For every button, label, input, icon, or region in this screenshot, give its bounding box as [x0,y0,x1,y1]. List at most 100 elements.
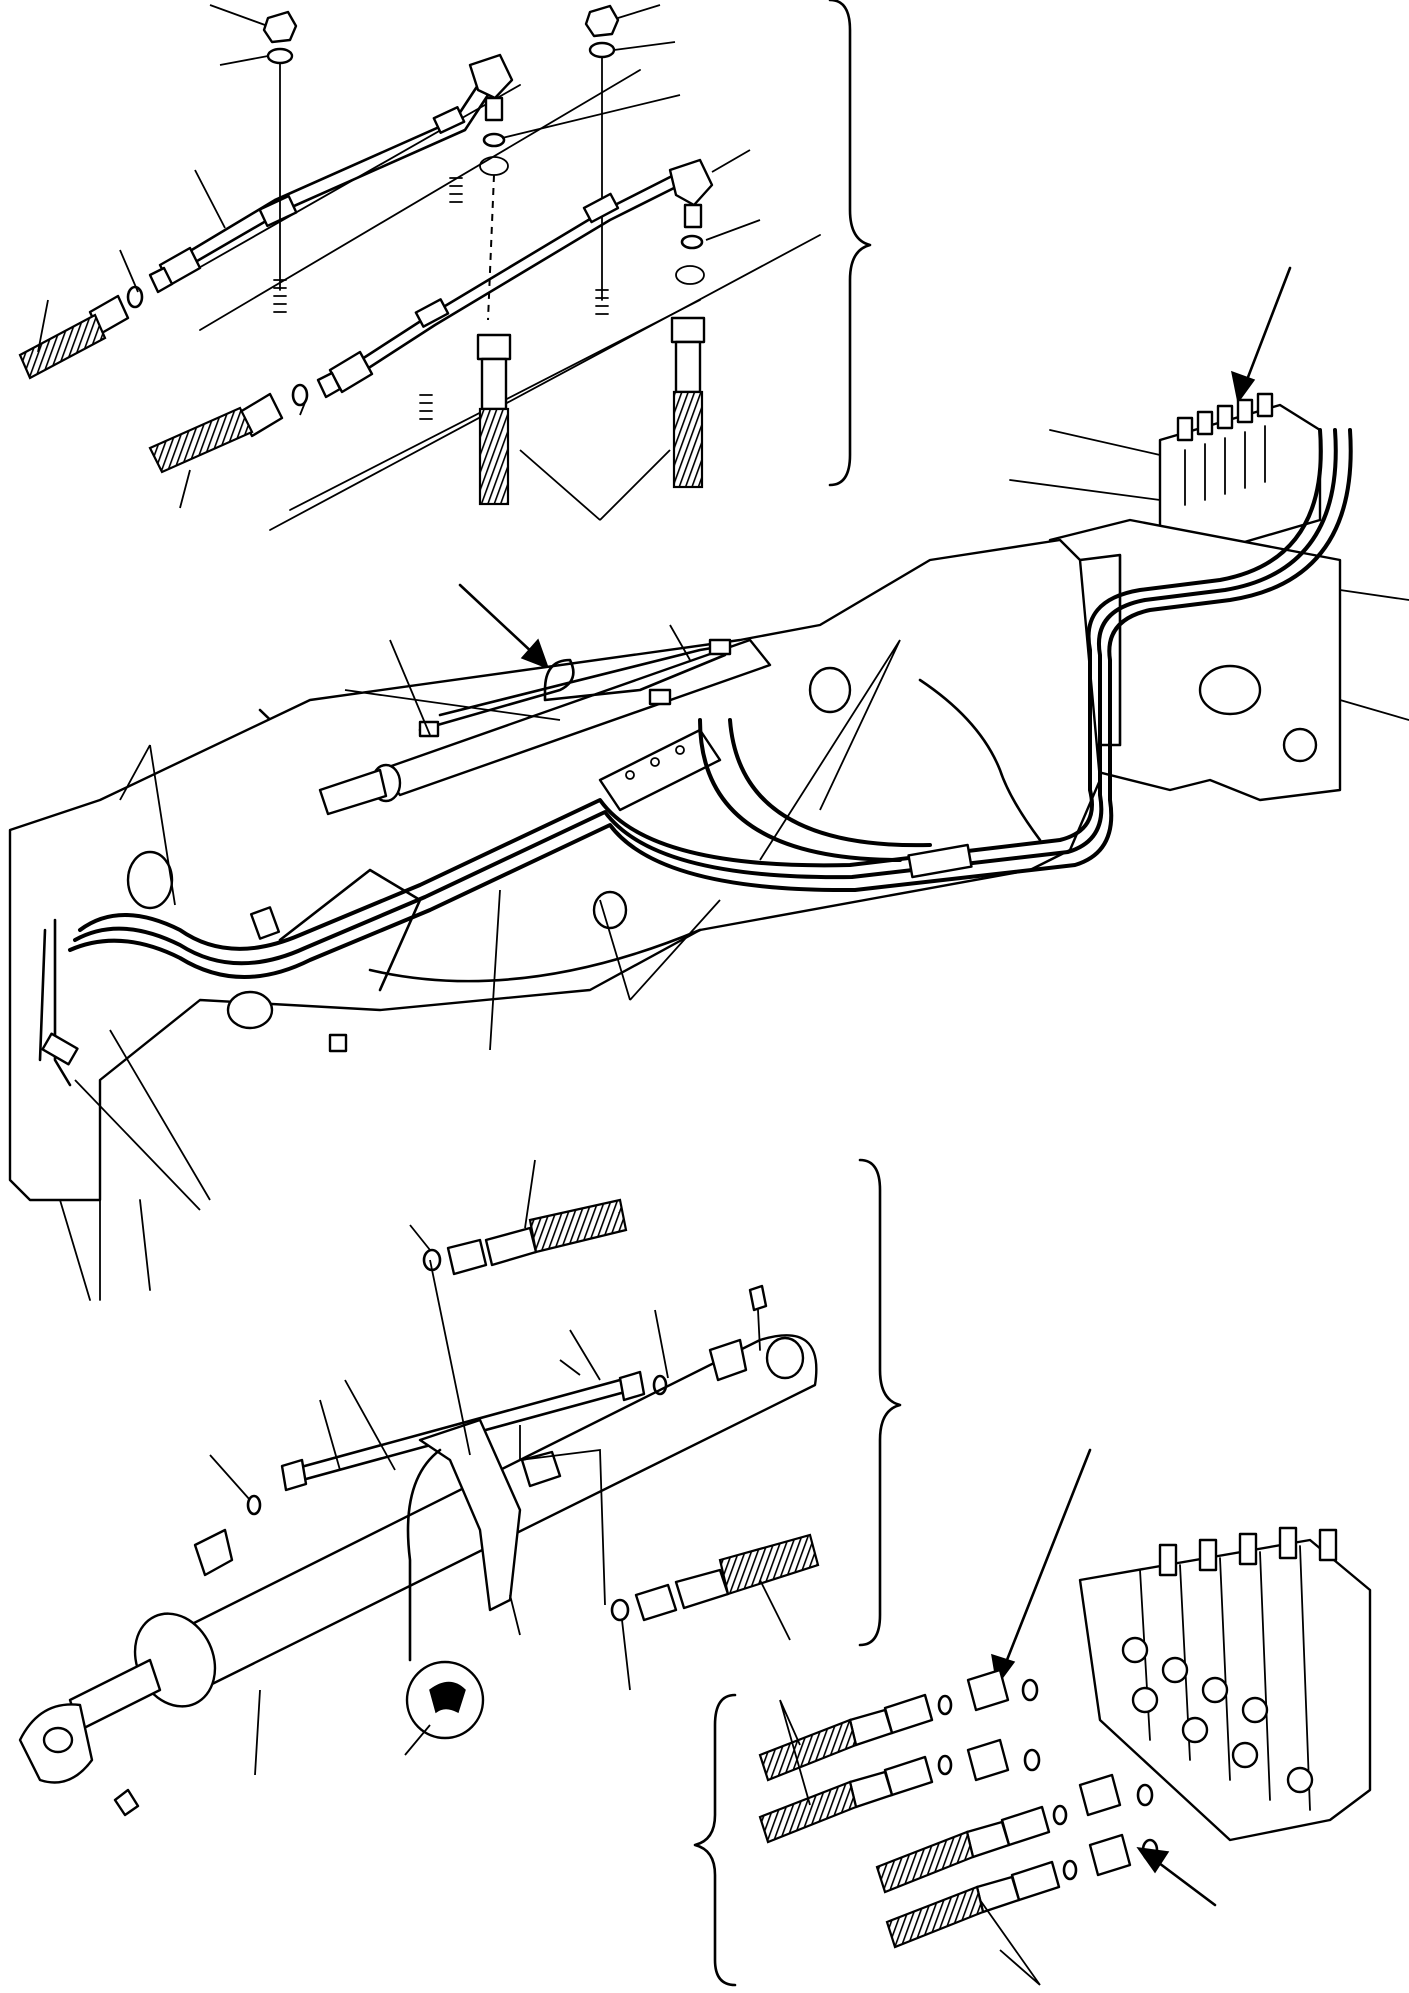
boom-clamp-plate [598,728,722,812]
o-ring [1062,1859,1078,1881]
tube-nut [618,1370,646,1402]
hose-fitting [848,1708,894,1747]
valve-spool [1158,1543,1178,1577]
pivot-pin [1282,727,1318,763]
o-ring [291,383,309,407]
arrow-line [458,583,537,657]
cylinder-detail [18,1158,902,1817]
hose [18,313,107,380]
hose [718,1533,820,1596]
o-ring-seat [675,265,705,285]
clamp-hole [675,745,685,755]
o-ring [246,1494,262,1516]
tube-nut [280,1458,308,1492]
tube-nipple [316,371,342,399]
nut [584,4,620,38]
leader-lines [37,4,761,521]
port-adapter [1088,1833,1132,1877]
hose-clamp [907,843,973,879]
brace-right [858,1158,902,1647]
hose-nut [1000,1805,1051,1847]
tube-fitting [708,638,732,656]
clamp-strap [406,1448,442,1662]
fitting-nipple [484,96,504,122]
rod-eye-hole [42,1726,74,1754]
elbow-port [708,1338,748,1382]
valve-port [1201,1676,1229,1704]
o-ring [937,1754,953,1776]
hose-clamp [41,1032,79,1066]
o-ring-seat [479,156,509,176]
brace-left [693,1693,737,1987]
hose-nut [634,1583,678,1622]
arrow-line [1153,1858,1217,1907]
hose-bundle [73,428,1338,966]
arm-edge [59,1199,91,1301]
o-ring [652,1374,668,1396]
hose [758,1780,858,1844]
boom-pin-boss [126,850,174,910]
arrow-head [1231,370,1256,404]
bolt-thread [273,279,287,313]
valve-hose-1 [758,1693,953,1782]
hose-fitting [484,1226,538,1267]
arm-assembly [8,266,1409,1301]
frame-line [1339,589,1409,601]
clamp-part-detail [429,1681,466,1714]
arrow-head [520,638,550,670]
tube-bracket [258,194,298,228]
hose-nut [670,316,706,344]
hose-fitting [965,1820,1011,1859]
tube-clamp [418,1418,522,1612]
valve-hose-4 [885,1859,1078,1949]
hose [758,1718,858,1782]
tube-bracket [582,192,620,224]
port-adapter [966,1668,1010,1712]
port-adapter [1078,1773,1122,1817]
hose-nut [1010,1860,1061,1902]
tube-nipple [148,266,174,294]
tube-bracket [432,106,466,134]
hose [885,1885,985,1949]
tube-fitting [520,1450,562,1488]
valve-hose-3 [875,1804,1068,1894]
valve-spool [1318,1528,1338,1562]
o-ring [680,234,704,250]
hose-bundle [68,428,1353,979]
frame-line [1009,479,1161,501]
valve-port [1241,1696,1269,1724]
valve-spool [1278,1526,1298,1560]
top-left-detail [18,0,872,531]
hose-fitting [975,1875,1021,1914]
hose-fitting [674,340,702,394]
valve-spool [1238,1532,1258,1566]
valve-hose-2 [758,1754,953,1844]
cylinder-rod [318,768,388,816]
o-ring [1021,1678,1039,1702]
boom-contour [918,678,1042,842]
valve-port [1161,1656,1189,1684]
clamp-hole [650,757,660,767]
nut [262,10,298,44]
hose-nut [883,1693,934,1735]
arm-edge [139,1199,151,1291]
hose [148,406,254,474]
valve-spool [1236,398,1254,424]
bolt-thread [419,394,433,420]
hose [528,1198,628,1254]
valve-port [1181,1716,1209,1744]
boom-pin-boss [808,666,852,714]
washer [588,41,616,59]
hose-clamp [249,906,281,940]
valve-spool [1256,392,1274,418]
o-ring [1052,1804,1068,1826]
valve-port [1286,1766,1314,1794]
hose [672,390,704,489]
hose-bundle [78,428,1323,951]
o-ring [610,1598,630,1622]
vertical-hose-right [670,316,706,489]
o-ring [1141,1838,1159,1862]
boom-contour [368,928,702,983]
